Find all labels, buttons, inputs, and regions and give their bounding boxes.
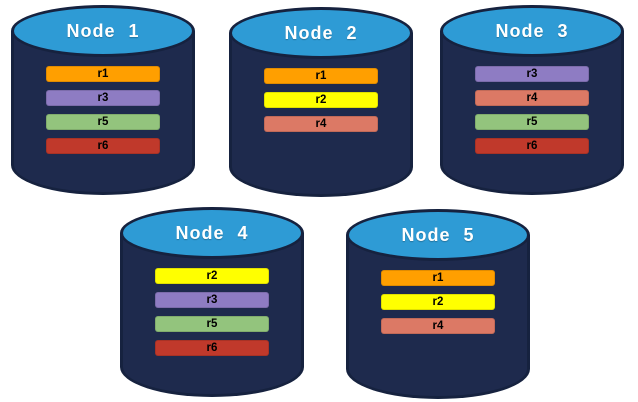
- node-2-cylinder: Node 2 r1 r2 r4: [229, 7, 413, 197]
- replica-bar-r5: r5: [45, 114, 161, 130]
- replica-bar-r1: r1: [45, 66, 161, 82]
- node-4-cylinder: Node 4 r2 r3 r5 r6: [120, 207, 304, 397]
- replica-bar-r6: r6: [154, 340, 270, 356]
- replica-bar-r4: r4: [263, 116, 379, 132]
- replica-bar-r1: r1: [380, 270, 496, 286]
- database-cylinder-body: [346, 235, 530, 399]
- database-cylinder-body: [11, 31, 195, 195]
- node-title: Node 1: [66, 20, 140, 41]
- replica-bar-r2: r2: [154, 268, 270, 284]
- database-cylinder-top: Node 3: [440, 5, 624, 57]
- node-title: Node 4: [175, 222, 249, 243]
- database-cylinder-body: [229, 33, 413, 197]
- database-cylinder-top: Node 4: [120, 207, 304, 259]
- database-cylinder-body: [120, 233, 304, 397]
- node-5-cylinder: Node 5 r1 r2 r4: [346, 209, 530, 399]
- database-cylinder-body: [440, 31, 624, 195]
- node-title: Node 2: [284, 22, 358, 43]
- replica-bar-list: r1 r3 r5 r6: [11, 66, 195, 154]
- replica-bar-r5: r5: [154, 316, 270, 332]
- replica-bar-r4: r4: [474, 90, 590, 106]
- node-title: Node 3: [495, 20, 569, 41]
- replica-bar-list: r3 r4 r5 r6: [440, 66, 624, 154]
- replica-bar-r2: r2: [380, 294, 496, 310]
- node-3-cylinder: Node 3 r3 r4 r5 r6: [440, 5, 624, 195]
- replica-bar-r2: r2: [263, 92, 379, 108]
- database-cylinder-top: Node 1: [11, 5, 195, 57]
- replica-bar-r3: r3: [154, 292, 270, 308]
- node-title: Node 5: [401, 224, 475, 245]
- replica-bar-r3: r3: [45, 90, 161, 106]
- replica-bar-list: r1 r2 r4: [229, 68, 413, 132]
- database-cylinder-top: Node 5: [346, 209, 530, 261]
- replica-bar-list: r2 r3 r5 r6: [120, 268, 304, 356]
- replica-bar-r4: r4: [380, 318, 496, 334]
- replica-bar-r3: r3: [474, 66, 590, 82]
- replica-bar-r1: r1: [263, 68, 379, 84]
- replica-bar-list: r1 r2 r4: [346, 270, 530, 334]
- replica-bar-r6: r6: [45, 138, 161, 154]
- node-1-cylinder: Node 1 r1 r3 r5 r6: [11, 5, 195, 195]
- replica-bar-r5: r5: [474, 114, 590, 130]
- replica-bar-r6: r6: [474, 138, 590, 154]
- database-cylinder-top: Node 2: [229, 7, 413, 59]
